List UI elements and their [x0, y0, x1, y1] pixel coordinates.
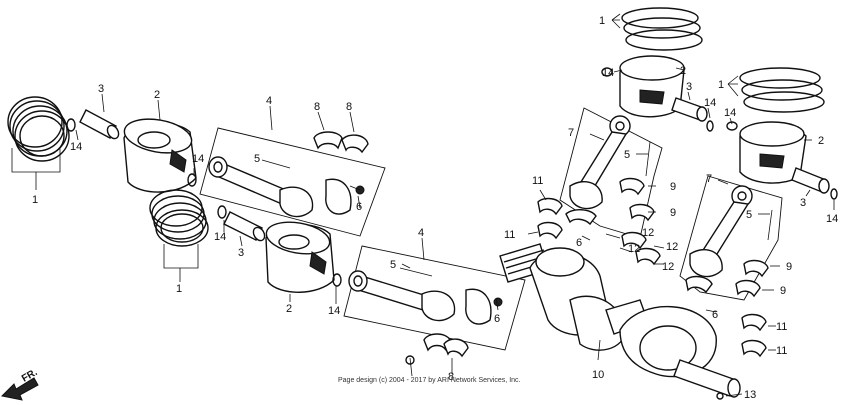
front-direction-arrow	[0, 377, 39, 401]
callout-piston-ul: 2	[154, 89, 160, 101]
callout-thrust-3: 12	[666, 241, 678, 253]
callout-crankshaft: 10	[592, 369, 604, 381]
callout-ring-set-ll: 1	[176, 283, 182, 295]
connecting-rod-group-upper	[199, 127, 386, 237]
callout-thrust-2: 12	[628, 243, 640, 255]
callout-rod-right-2: 7	[706, 173, 712, 185]
callout-clip-3: 14	[214, 231, 226, 243]
bearing-shells-right-upper	[565, 177, 655, 226]
callout-bolt-2: 5	[390, 259, 396, 271]
callout-ring-set-ul: 1	[32, 194, 38, 206]
piston-rings-upper-right	[621, 7, 703, 51]
callout-shell-4: 9	[780, 285, 786, 297]
crankshaft-key-small	[716, 392, 724, 400]
callout-shell-1: 9	[670, 181, 676, 193]
pin-clip-upper-right-2	[706, 120, 714, 132]
callout-main-3: 11	[776, 321, 787, 333]
callout-bearing-1: 8	[314, 101, 320, 113]
callout-ring-set-r2: 1	[718, 79, 724, 91]
callout-piston-ll: 2	[286, 303, 292, 315]
callout-clip-2: 14	[192, 153, 204, 165]
piston-lower-left	[265, 221, 335, 293]
piston-pin-lower-left	[223, 211, 266, 242]
callout-thrust-1: 12	[642, 227, 654, 239]
callout-rod-upper: 4	[266, 95, 272, 107]
callout-shell-2: 9	[670, 207, 676, 219]
callout-clip-7: 14	[724, 107, 736, 119]
callout-rod-right-1: 7	[568, 127, 574, 139]
callout-clip-8: 14	[826, 213, 838, 225]
pin-clip-upper-left	[66, 118, 76, 132]
copyright-notice: Page design (c) 2004 - 2017 by ARI Netwo…	[338, 377, 521, 384]
callout-nut-2: 6	[494, 313, 500, 325]
callout-pin-ul: 3	[98, 83, 104, 95]
callout-clip-1: 14	[70, 141, 82, 153]
crankshaft	[499, 243, 741, 398]
callout-clip-4: 14	[328, 305, 340, 317]
callout-numbers: 1 1 1 1 2 2 2 2 3 3 3 3 14 14 14 14 14 1…	[32, 15, 838, 401]
callout-nut-3: 6	[576, 237, 582, 249]
callout-key: 13	[744, 389, 756, 401]
callout-nut-4: 6	[712, 309, 718, 321]
piston-rings-upper-left	[7, 96, 70, 162]
callout-nut-1: 6	[356, 201, 362, 213]
callout-piston-r2: 2	[818, 135, 824, 147]
piston-rings-lower-left	[149, 189, 209, 247]
pin-clip-upper-left-2	[187, 173, 197, 187]
callout-bearing-3: 8	[448, 371, 454, 383]
piston-rings-right-2	[739, 67, 825, 113]
callout-main-2: 11	[504, 229, 515, 241]
callout-bolt-1: 5	[254, 153, 260, 165]
pin-clip-right-2	[726, 121, 738, 131]
bearing-shells-upper-left	[313, 131, 369, 154]
pin-clip-lower-left	[217, 205, 227, 219]
piston-pin-right-2	[791, 167, 830, 194]
pin-clip-lower-left-2	[332, 273, 342, 287]
callout-piston-ur: 2	[680, 65, 686, 77]
connecting-rod-right-lower	[679, 175, 783, 301]
callout-shell-3: 9	[786, 261, 792, 273]
leader-lines	[11, 13, 835, 397]
connecting-rod-right-upper	[559, 107, 663, 239]
pin-clip-right-2b	[830, 188, 838, 200]
pin-clip-upper-right	[601, 67, 613, 77]
callout-main-1: 11	[532, 175, 543, 187]
callout-ring-set-ur: 1	[599, 15, 605, 27]
connecting-rod-group-lower	[343, 245, 526, 351]
piston-pin-upper-right	[671, 97, 708, 122]
piston-right-2	[739, 121, 807, 184]
callout-clip-5: 14	[602, 67, 614, 79]
callout-pin-ll: 3	[238, 247, 244, 259]
piston-pin-upper-left	[79, 109, 120, 140]
callout-clip-6: 14	[704, 97, 716, 109]
callout-bearing-2: 8	[346, 101, 352, 113]
callout-pin-r2: 3	[800, 197, 806, 209]
callout-rod-lower: 4	[418, 227, 424, 239]
bearing-shells-lower-left	[423, 333, 469, 358]
callout-bolt-3: 5	[624, 149, 630, 161]
callout-main-4: 11	[776, 345, 787, 357]
callout-pin-ur: 3	[686, 81, 692, 93]
piston-upper-left	[123, 118, 197, 193]
piston-upper-right	[619, 55, 685, 118]
small-clip-bottom	[405, 355, 415, 365]
callout-thrust-4: 12	[662, 261, 674, 273]
callout-bolt-4: 5	[746, 209, 752, 221]
